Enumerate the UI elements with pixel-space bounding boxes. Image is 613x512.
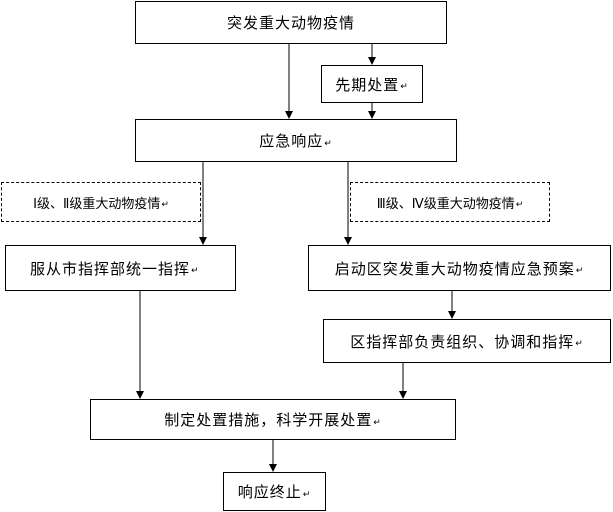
node-district-command: 区指挥部负责组织、协调和指挥↵ — [323, 319, 611, 363]
node-outbreak: 突发重大动物疫情 — [135, 1, 447, 44]
node-level-1-2: Ⅰ级、Ⅱ级重大动物疫情↵ — [1, 182, 201, 222]
node-emergency-response-label: 应急响应 — [259, 132, 324, 150]
node-measures-label: 制定处置措施，科学开展处置 — [164, 411, 373, 429]
node-city-command-label: 服从市指挥部统一指挥 — [30, 259, 191, 278]
node-emergency-response: 应急响应↵ — [135, 119, 457, 162]
paragraph-mark: ↵ — [575, 339, 584, 349]
paragraph-mark: ↵ — [161, 200, 169, 210]
paragraph-mark: ↵ — [400, 82, 409, 92]
paragraph-mark: ↵ — [515, 200, 524, 210]
node-level-1-2-label: Ⅰ级、Ⅱ级重大动物疫情 — [33, 196, 161, 212]
node-initial-handling: 先期处置↵ — [321, 65, 423, 103]
node-initial-handling-label: 先期处置 — [335, 75, 400, 94]
node-activate-plan: 启动区突发重大动物疫情应急预案↵ — [308, 245, 611, 291]
node-city-command: 服从市指挥部统一指挥↵ — [5, 245, 236, 291]
node-response-end-label: 响应终止 — [237, 483, 302, 501]
node-outbreak-label: 突发重大动物疫情 — [226, 14, 355, 32]
node-measures: 制定处置措施，科学开展处置↵ — [90, 399, 456, 440]
paragraph-mark: ↵ — [302, 489, 312, 500]
paragraph-mark: ↵ — [373, 417, 382, 428]
node-level-3-4: Ⅲ级、Ⅳ级重大动物疫情↵ — [350, 182, 550, 222]
node-level-3-4-label: Ⅲ级、Ⅳ级重大动物疫情 — [376, 196, 515, 212]
node-activate-plan-label: 启动区突发重大动物疫情应急预案 — [334, 259, 575, 278]
paragraph-mark: ↵ — [575, 266, 585, 276]
paragraph-mark: ↵ — [324, 138, 333, 149]
paragraph-mark: ↵ — [191, 266, 200, 276]
node-district-command-label: 区指挥部负责组织、协调和指挥 — [350, 332, 575, 351]
node-response-end: 响应终止↵ — [223, 472, 326, 511]
